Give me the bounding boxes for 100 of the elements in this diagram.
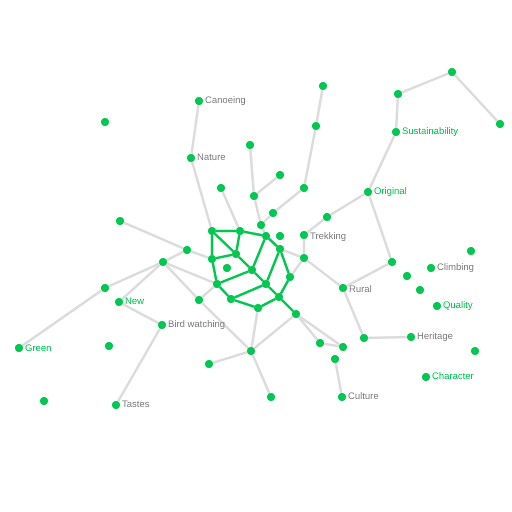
connector-line: [260, 298, 276, 308]
dot-icon: [195, 296, 203, 304]
dot-icon: [262, 232, 270, 240]
dot-icon: [262, 280, 270, 288]
connector-line: [122, 302, 160, 324]
connector-line: [190, 104, 200, 154]
connector-line: [108, 262, 160, 288]
dot-icon: [208, 255, 216, 263]
dot-icon: [316, 339, 324, 347]
connector-line: [234, 299, 255, 308]
dot-icon: [276, 171, 284, 179]
connector-line: [280, 252, 290, 274]
connector-line: [302, 239, 306, 254]
connector-line: [254, 200, 262, 222]
dot-icon: [300, 184, 308, 192]
connector-line: [324, 342, 340, 348]
dot-icon: [323, 213, 331, 221]
connector-line: [280, 298, 294, 312]
connector-line: [298, 316, 318, 341]
node-label: Heritage: [417, 332, 453, 342]
connector-line: [280, 280, 290, 294]
connector-line: [298, 315, 340, 346]
dot-icon: [300, 254, 308, 262]
dot-icon: [105, 342, 113, 350]
node-label: Canoeing: [205, 96, 246, 106]
dot-icon: [360, 334, 368, 342]
connector-line: [201, 286, 215, 298]
dot-icon: [467, 247, 475, 255]
connector-line: [234, 284, 263, 299]
node-label: Quality: [443, 301, 473, 311]
connector-line: [266, 252, 280, 281]
dot-icon: [331, 355, 339, 363]
connector-line: [454, 74, 498, 122]
dot-icon: [416, 286, 424, 294]
dot-icon: [269, 209, 277, 217]
connector-line: [221, 191, 240, 228]
dot-icon: [236, 227, 244, 235]
connector-line: [368, 135, 396, 189]
dot-icon: [276, 245, 284, 253]
dot-icon: [388, 258, 396, 266]
dot-icon: [213, 280, 221, 288]
connector-line: [212, 350, 248, 364]
node-label: Character: [432, 372, 474, 382]
dot-icon: [248, 266, 256, 274]
connector-line: [315, 90, 324, 122]
connector-line: [252, 239, 266, 267]
node-label: Climbing: [437, 263, 474, 273]
node-label: Tastes: [122, 400, 150, 410]
connector-line: [214, 232, 234, 252]
dot-icon: [257, 221, 265, 229]
dot-icon: [159, 258, 167, 266]
dot-icon: [246, 141, 254, 149]
connector-line: [283, 249, 301, 258]
dot-icon: [276, 232, 284, 240]
connector-line: [216, 254, 232, 260]
connector-line: [334, 362, 342, 394]
dot-icon: [471, 347, 479, 355]
dot-icon: [403, 272, 411, 280]
dot-icon: [319, 82, 327, 90]
node-label: Trekking: [310, 232, 346, 242]
dot-icon: [217, 184, 225, 192]
node-label: Rural: [349, 285, 372, 295]
connector-line: [268, 286, 278, 296]
dot-icon: [267, 393, 275, 401]
dot-icon: [448, 68, 456, 76]
connector-line: [22, 289, 102, 347]
dot-icon: [247, 347, 255, 355]
connector-line: [304, 130, 316, 184]
connector-line: [394, 98, 400, 128]
connector-line: [343, 291, 364, 335]
dot-icon: [232, 250, 240, 258]
connector-line: [166, 250, 184, 262]
dot-icon: [40, 397, 48, 405]
connector-line: [244, 230, 262, 236]
connector-line: [401, 72, 449, 94]
connector-line: [254, 272, 264, 282]
connector-line: [235, 234, 241, 250]
connector-line: [200, 302, 250, 350]
connector-line: [262, 214, 272, 224]
connector-line: [210, 235, 214, 255]
connector-line: [346, 262, 390, 288]
connector-line: [238, 256, 250, 268]
dot-icon: [312, 122, 320, 130]
connector-line: [249, 148, 255, 192]
dot-icon: [339, 343, 347, 351]
connector-line: [216, 230, 236, 232]
dot-icon: [223, 264, 231, 272]
connector-line: [164, 264, 198, 298]
connector-line: [306, 259, 341, 287]
connector-line: [212, 262, 218, 280]
dot-icon: [227, 295, 235, 303]
node-label: New: [125, 297, 144, 307]
dot-icon: [183, 246, 191, 254]
dot-icon: [101, 118, 109, 126]
connector-line: [253, 316, 294, 350]
dot-icon: [286, 273, 294, 281]
connector-line: [262, 228, 266, 233]
dot-icon: [254, 304, 262, 312]
node-label: Bird watching: [168, 320, 226, 330]
connector-line: [268, 238, 278, 248]
